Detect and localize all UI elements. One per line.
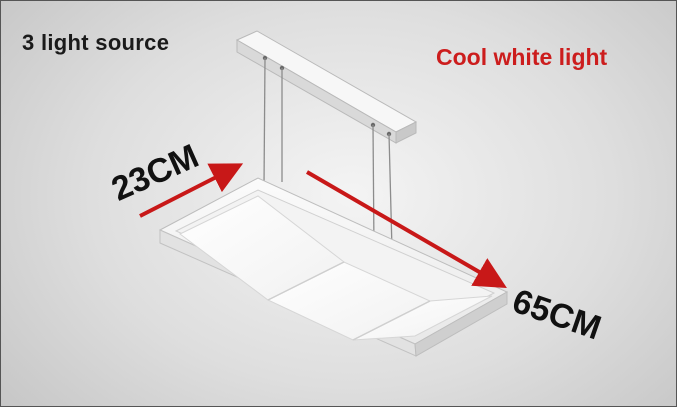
light-source-caption: 3 light source — [22, 30, 170, 55]
suspension-wires — [263, 57, 393, 251]
light-color-headline: Cool white light — [436, 44, 608, 70]
width-arrow — [139, 163, 244, 218]
ceiling-canopy — [235, 30, 418, 144]
light-panels — [179, 195, 493, 341]
suspension-wire — [263, 57, 266, 187]
suspension-wire — [388, 133, 393, 251]
suspension-wire — [372, 124, 375, 251]
length-arrow — [305, 170, 507, 289]
